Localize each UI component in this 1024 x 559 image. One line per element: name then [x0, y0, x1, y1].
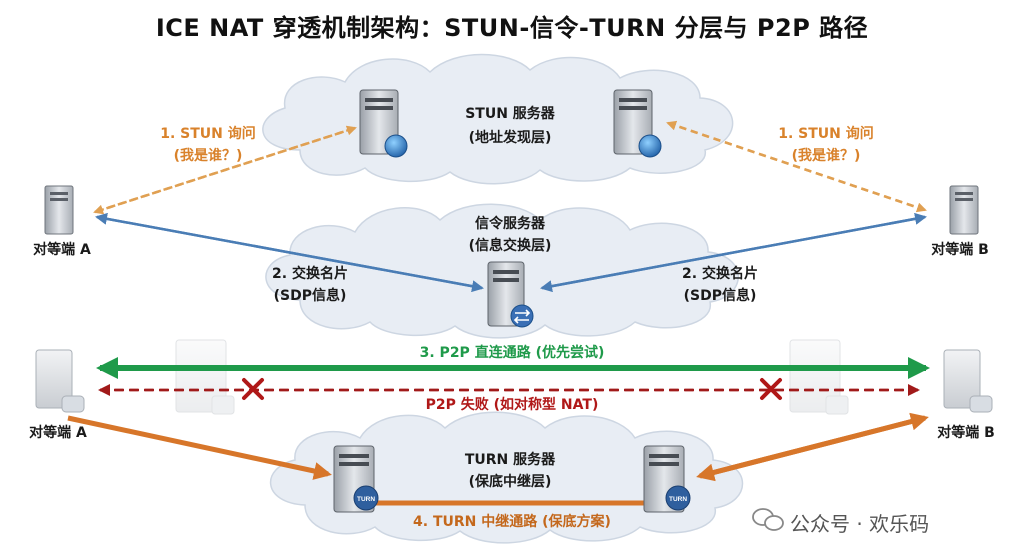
turn-cloud — [269, 411, 744, 544]
peer-b-top-server-icon — [949, 185, 979, 235]
peer-b-bottom-label: 对等端 B — [937, 425, 995, 441]
signal-server-icon — [487, 261, 534, 328]
stun-server-right-icon — [613, 89, 662, 158]
exchange-right-sublabel: (SDP信息) — [683, 288, 757, 304]
fail-x-icon-right — [760, 378, 782, 400]
stun-server-sublabel: (地址发现层) — [468, 130, 552, 146]
turn-server-right-icon: TURN — [643, 445, 691, 513]
peer-a-bottom-label: 对等端 A — [29, 425, 87, 441]
stun-query-right-sublabel: (我是谁？) — [791, 148, 861, 164]
exchange-right-label: 2. 交换名片 — [682, 266, 758, 282]
exchange-left-label: 2. 交换名片 — [272, 266, 348, 282]
turn-server-sublabel: (保底中继层) — [468, 474, 552, 490]
stun-server-left-icon — [359, 89, 408, 158]
signal-server-label: 信令服务器 — [475, 216, 545, 232]
peer-a-top-label: 对等端 A — [33, 242, 91, 258]
peer-a-bottom-server-icon — [35, 349, 85, 413]
stun-query-right-label: 1. STUN 询问 — [778, 126, 874, 142]
p2p-direct-label: 3. P2P 直连通路 (优先尝试) — [419, 345, 605, 361]
diagram-title: ICE NAT 穿透机制架构：STUN-信令-TURN 分层与 P2P 路径 — [155, 14, 869, 42]
turn-badge-left: TURN — [357, 496, 375, 503]
turn-right-arrow-back — [699, 412, 929, 479]
stun-query-left-label: 1. STUN 询问 — [160, 126, 256, 142]
stun-query-right-arrow-back — [667, 121, 927, 213]
peer-b-bottom-server-icon — [943, 349, 993, 413]
peer-a-top-server-icon — [44, 185, 74, 235]
wechat-icon — [752, 508, 784, 531]
turn-server-left-icon: TURN — [333, 445, 379, 513]
faded-server-left — [175, 339, 235, 415]
exchange-left-sublabel: (SDP信息) — [273, 288, 347, 304]
exchange-left-arrow-back — [95, 212, 483, 290]
turn-left-arrow — [67, 415, 332, 480]
stun-server-label: STUN 服务器 — [465, 106, 555, 122]
turn-server-label: TURN 服务器 — [464, 452, 556, 468]
exchange-right-arrow-back — [541, 212, 927, 290]
turn-relay-label: 4. TURN 中继通路 (保底方案) — [413, 514, 611, 530]
watermark-text: 公众号 · 欢乐码 — [790, 512, 930, 536]
turn-badge-right: TURN — [669, 496, 687, 503]
fail-x-icon-left — [242, 378, 264, 400]
stun-query-left-sublabel: (我是谁？) — [173, 148, 243, 164]
signal-server-sublabel: (信息交换层) — [468, 238, 552, 254]
stun-query-left-arrow-back — [93, 126, 356, 215]
faded-server-right — [789, 339, 849, 415]
peer-b-top-label: 对等端 B — [931, 242, 989, 258]
p2p-fail-label: P2P 失败 (如对称型 NAT) — [425, 397, 599, 413]
